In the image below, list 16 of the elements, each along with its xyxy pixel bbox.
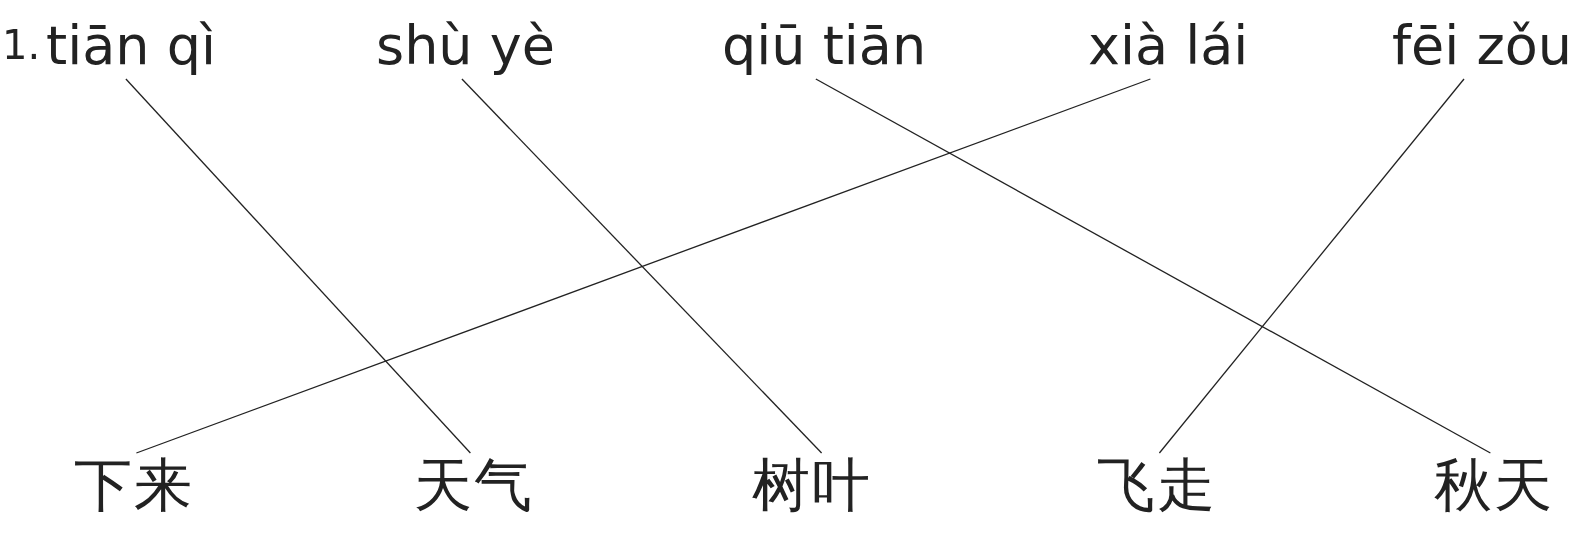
pinyin-word: fēi zǒu xyxy=(1392,18,1572,75)
matching-line xyxy=(1158,78,1465,454)
pinyin-word: shù yè xyxy=(376,18,555,75)
pinyin-word: tiān qì xyxy=(46,18,216,75)
pinyin-word: xià lái xyxy=(1088,18,1249,75)
chinese-word: 下来 xyxy=(74,455,194,516)
matching-line xyxy=(135,78,1152,454)
matching-line xyxy=(461,78,823,454)
pinyin-word: qiū tiān xyxy=(722,18,927,75)
chinese-word: 树叶 xyxy=(752,455,872,516)
chinese-word: 天气 xyxy=(414,455,534,516)
chinese-word: 飞走 xyxy=(1097,455,1217,516)
question-number: 1. xyxy=(2,22,41,68)
chinese-word: 秋天 xyxy=(1434,455,1554,516)
matching-line xyxy=(815,78,1492,454)
matching-line xyxy=(125,78,472,454)
